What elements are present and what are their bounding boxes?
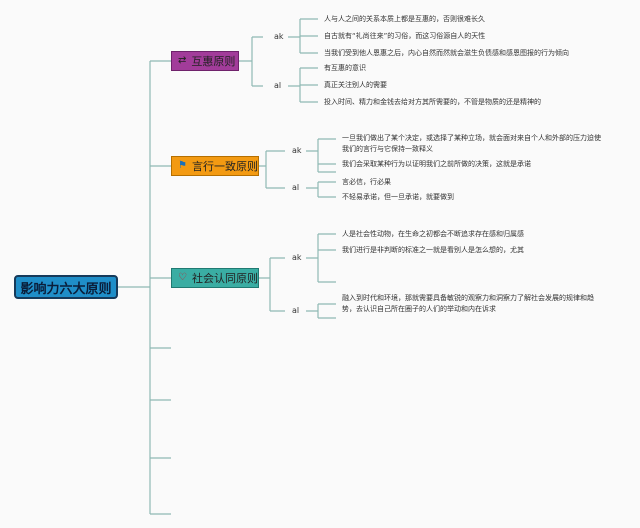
leaf-item[interactable]: 一旦我们做出了某个决定，或选择了某种立场，就会面对来自个人和外部的压力迫使我们的…	[342, 134, 601, 153]
subtopic-ak[interactable]: ak	[274, 32, 284, 41]
subtopic-al[interactable]: al	[274, 81, 282, 90]
arrows-swap-icon: ⇄	[178, 55, 187, 66]
leaf-item[interactable]: 投入时间、精力和金钱去给对方其所需要的，不管是物质的还是精神的	[324, 98, 541, 106]
root-topic[interactable]: 影响力六大原则	[14, 275, 118, 299]
subtopic-ak[interactable]: ak	[292, 146, 302, 155]
subtopic-ak[interactable]: ak	[292, 253, 302, 262]
root-topic-label: 影响力六大原则	[20, 281, 112, 297]
subtopic-al[interactable]: al	[292, 183, 300, 192]
leaf-item[interactable]: 人是社会性动物，在生命之初都会不断追求存在感和归属感	[342, 230, 524, 238]
leaf-item[interactable]: 我们会采取某种行为以证明我们之前所做的决策，这就是承诺	[342, 160, 531, 168]
leaf-item[interactable]: 言必信，行必果	[342, 178, 391, 186]
leaf-item[interactable]: 不轻易承诺，但一旦承诺，就要做到	[342, 193, 454, 201]
heart-icon: ♡	[178, 272, 187, 283]
empty-branch-topic[interactable]	[171, 395, 172, 405]
leaf-item[interactable]: 我们进行是非判断的标准之一就是看别人是怎么想的，尤其	[342, 246, 524, 254]
leaf-item[interactable]: 有互惠的意识	[324, 64, 366, 72]
empty-branch-topic[interactable]	[171, 343, 172, 353]
topic-consistency-label: 言行一致原则	[191, 160, 258, 173]
topic-reciprocity[interactable]: ⇄ 互惠原则	[171, 51, 239, 71]
flag-icon: ⚑	[178, 160, 187, 171]
empty-branch-topic[interactable]	[171, 453, 172, 463]
subtopic-al[interactable]: al	[292, 306, 300, 315]
leaf-item[interactable]: 真正关注别人的需要	[324, 81, 387, 89]
topic-consistency[interactable]: ⚑ 言行一致原则	[171, 156, 259, 176]
leaf-item[interactable]: 当我们受到他人恩惠之后，内心自然而然就会滋生负债感和感恩图报的行为倾向	[324, 49, 569, 57]
empty-branch-topic[interactable]	[171, 509, 172, 519]
leaf-item[interactable]: 融入到时代和环境，那就需要具备敏锐的观察力和洞察力了解社会发展的规律和趋势，去认…	[342, 294, 594, 313]
leaf-item[interactable]: 自古就有“礼尚往来”的习俗，而这习俗源自人的天性	[324, 32, 486, 40]
leaf-item[interactable]: 人与人之间的关系本质上都是互惠的，否则很难长久	[324, 15, 485, 23]
topic-social-proof[interactable]: ♡ 社会认同原则	[171, 268, 259, 288]
topic-reciprocity-label: 互惠原则	[191, 55, 236, 68]
topic-social-proof-label: 社会认同原则	[191, 272, 258, 285]
